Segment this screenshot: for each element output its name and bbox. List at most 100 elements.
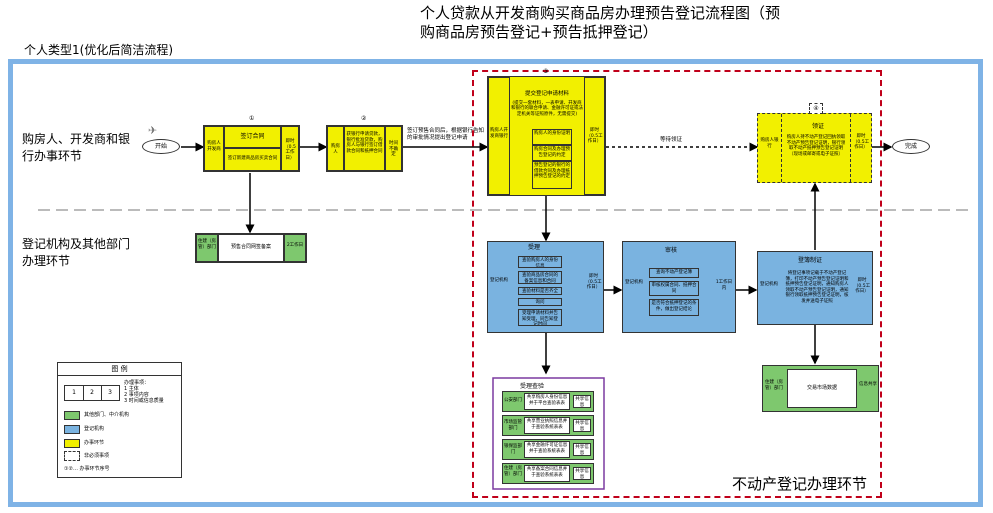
step-4-number: ④ xyxy=(809,103,823,114)
step-collect-certificate: 购房人银行 领证 购房人持不动产登记回执领取不动产预告登记证明，银行领取不动产抵… xyxy=(757,113,872,183)
legend-swatch-blue xyxy=(64,425,80,434)
start-node: 开始 xyxy=(142,139,180,154)
step-title: 领证 xyxy=(812,123,825,130)
step-1-number: ① xyxy=(249,115,255,122)
step-actor: 购房人开发商 xyxy=(204,126,224,171)
org-label: 住建（房管）部门 xyxy=(504,466,522,477)
step-submit-materials: 购房人开发商银行 提交登记申请材料 (提交一套材料，一表申请、开发商和银行的联合… xyxy=(487,76,606,196)
step-actor: 登记机构 xyxy=(625,280,643,285)
step-sign-contract: ① 购房人开发商 签订合同 签订新建商品房买卖合同 即时（0.5工作日） xyxy=(203,125,300,172)
legend-label: ①②… 办事环节序号 xyxy=(64,466,110,472)
verify-tag: 共享信息 xyxy=(573,395,591,408)
org-label: 银保监部门 xyxy=(504,444,522,455)
legend-col: 3 xyxy=(108,389,112,396)
org-label: 住建（房管）部门 xyxy=(765,380,783,391)
review-item: 查询不动产登记簿 xyxy=(649,268,699,278)
material-item: 购房人的身份证明 xyxy=(532,129,572,145)
legend: 图 例 1 2 3 办理事项： 1 主体 2 事项内容 3 时间或信息质量 其他… xyxy=(57,362,182,478)
legend-col: 2 xyxy=(83,386,102,400)
step-time: 即时（0.5工作日） xyxy=(584,77,605,195)
share-tag: 信息共享 xyxy=(859,382,877,387)
legend-sample-box: 1 2 3 xyxy=(64,385,120,401)
accept-item: 查验商品房合同的备案信息和合同 xyxy=(518,271,562,284)
verify-row: 公安部门 共享购房人身份信息并于平台查验表表 共享信息 xyxy=(502,391,594,412)
step-body: 签订新建商品房买卖合同 xyxy=(224,148,281,171)
legend-swatch-green xyxy=(64,411,80,420)
wait-connector-label: 等待领证 xyxy=(660,137,683,143)
verify-tag: 共享信息 xyxy=(573,467,591,480)
step-content: 提交登记申请材料 (提交一套材料，一表申请、开发商和银行的联合申请、金融许可证或… xyxy=(510,77,584,195)
flow-type-label: 个人类型1(优化后简洁流程) xyxy=(24,43,173,57)
step-accept: 登记机构 受理 查验购房人的身份信息 查验商品房合同的备案信息和合同 查验材料是… xyxy=(487,241,604,333)
step-time: 即时（0.5工作日） xyxy=(281,126,299,171)
verify-body: 共享备案合同信息并于查验系统表表 xyxy=(524,465,570,482)
verify-title: 受理查验 xyxy=(520,383,545,390)
org-label: 市场监管部门 xyxy=(504,420,522,431)
record-body: 预售合同网签备案 xyxy=(218,234,284,262)
matters-item: 3 时间或信息质量 xyxy=(124,398,164,404)
lane-label-registration: 登记机构及其他部门办理环节 xyxy=(22,237,131,268)
verify-body: 共享金融许可证信息并于查验系统表表 xyxy=(524,441,570,458)
step-title: 签订合同 xyxy=(224,126,281,148)
step-register: 登记机构 登簿制证 将登记事项记载于不动产登记簿，打印不动产预告登记证明和抵押预… xyxy=(757,251,873,325)
legend-swatch-yellow xyxy=(64,439,80,448)
step-actor: 登记机构 xyxy=(490,278,508,283)
step-actor: 购房人银行 xyxy=(758,114,782,182)
step-actor: 购房人 xyxy=(327,126,344,171)
verify-row: 银保监部门 共享金融许可证信息并于查验系统表表 共享信息 xyxy=(502,439,594,460)
step-time: 即时（0.5工作日） xyxy=(850,114,871,182)
step-title: 审核 xyxy=(665,247,678,254)
accept-item: 询问 xyxy=(518,298,562,306)
lane-label-applicants: 购房人、开发商和银行办事环节 xyxy=(22,132,131,163)
step-actor: 登记机构 xyxy=(760,282,778,287)
info-share-box: 住建（房管）部门 交易市场数据 信息共享 xyxy=(762,365,879,412)
collect-body: 购房人持不动产登记回执领取不动产预告登记证明，银行领取不动产抵押预告登记证明（现… xyxy=(786,135,846,157)
material-item: 购房合同及办理预告登记的约定 xyxy=(532,145,572,161)
page-title: 个人贷款从开发商购买商品房办理预告登记流程图（预购商品房预告登记+预告抵押登记） xyxy=(420,4,781,41)
accept-item: 查验购房人的身份信息 xyxy=(518,256,562,268)
matters-title: 办理事项： xyxy=(124,380,150,386)
person-icon: ✈ xyxy=(148,124,158,137)
legend-label: 其他部门、中介机构 xyxy=(84,412,130,418)
accept-item: 受理申请材料并告知受理，同告知登记时间 xyxy=(518,309,562,326)
legend-label: 登记机构 xyxy=(84,426,105,432)
step-time: 即时（0.5工作日） xyxy=(853,278,871,294)
step-intro: (提交一套材料，一表申请、开发商和银行的联合申请、金融许可证或法定机关等证照原件… xyxy=(511,100,583,117)
step-title: 登簿制证 xyxy=(798,257,823,264)
share-body: 交易市场数据 xyxy=(787,369,857,408)
review-item: 是否符合抵押登记的条件，做出登记结论 xyxy=(649,299,699,316)
contract-record-box: 住建（房管）部门 预售合同网签备案 2工作日 xyxy=(195,233,307,263)
step-actor: 购房人开发商银行 xyxy=(488,77,510,195)
legend-col: 1 xyxy=(65,386,84,400)
legend-title: 图 例 xyxy=(58,363,181,376)
verify-body: 共享营业执照信息并于查验系统表表 xyxy=(524,417,570,434)
step-3-number: ③ xyxy=(543,68,549,75)
step-title: 受理 xyxy=(528,244,541,251)
step-time: 1工作日内 xyxy=(715,280,733,291)
record-time: 2工作日 xyxy=(284,234,306,262)
register-body: 将登记事项记载于不动产登记簿，打印不动产预告登记证明和抵押预告登记证明，通知购房… xyxy=(785,271,849,304)
verify-tag: 共享信息 xyxy=(573,443,591,456)
end-node: 完成 xyxy=(892,139,930,154)
verify-tag: 共享信息 xyxy=(573,419,591,432)
material-item: 预告登记的银行的借款合同及办理抵押预告登记的约定 xyxy=(532,161,572,189)
accept-item: 查验材料是否齐全 xyxy=(518,287,562,295)
legend-swatch-dashed xyxy=(64,451,80,461)
matters-item: 2 事项内容 xyxy=(124,392,149,398)
registration-region-frame xyxy=(472,70,882,498)
legend-matters: 办理事项： 1 主体 2 事项内容 3 时间或信息质量 xyxy=(124,380,164,404)
step-apply-loan: 购房人 获银行申请贷款，银行批准贷款，购房人与银行签订借款合同和抵押合同 时间不… xyxy=(326,125,403,172)
org-label: 公安部门 xyxy=(504,398,522,403)
step-review: 登记机构 审核 查询不动产登记簿 审核权属合同、抵押合同 是否符合抵押登记的条件… xyxy=(622,241,736,333)
verify-body: 共享购房人身份信息并于平台查验表表 xyxy=(524,393,570,410)
verify-row: 市场监管部门 共享营业执照信息并于查验系统表表 共享信息 xyxy=(502,415,594,436)
matters-item: 1 主体 xyxy=(124,386,139,392)
legend-label: 非必须事项 xyxy=(84,453,110,459)
review-item: 审核权属合同、抵押合同 xyxy=(649,281,699,296)
sign-connector-label: 签订预售合同后，根据银行告知的审批情况提出登记申请 xyxy=(407,128,485,141)
step-body: 获银行申请贷款，银行批准贷款，购房人与银行签订借款合同和抵押合同 xyxy=(344,126,385,171)
step-time: 即时（0.5工作日） xyxy=(585,274,602,290)
step-title: 提交登记申请材料 xyxy=(524,91,569,97)
outer-frame xyxy=(8,59,983,507)
